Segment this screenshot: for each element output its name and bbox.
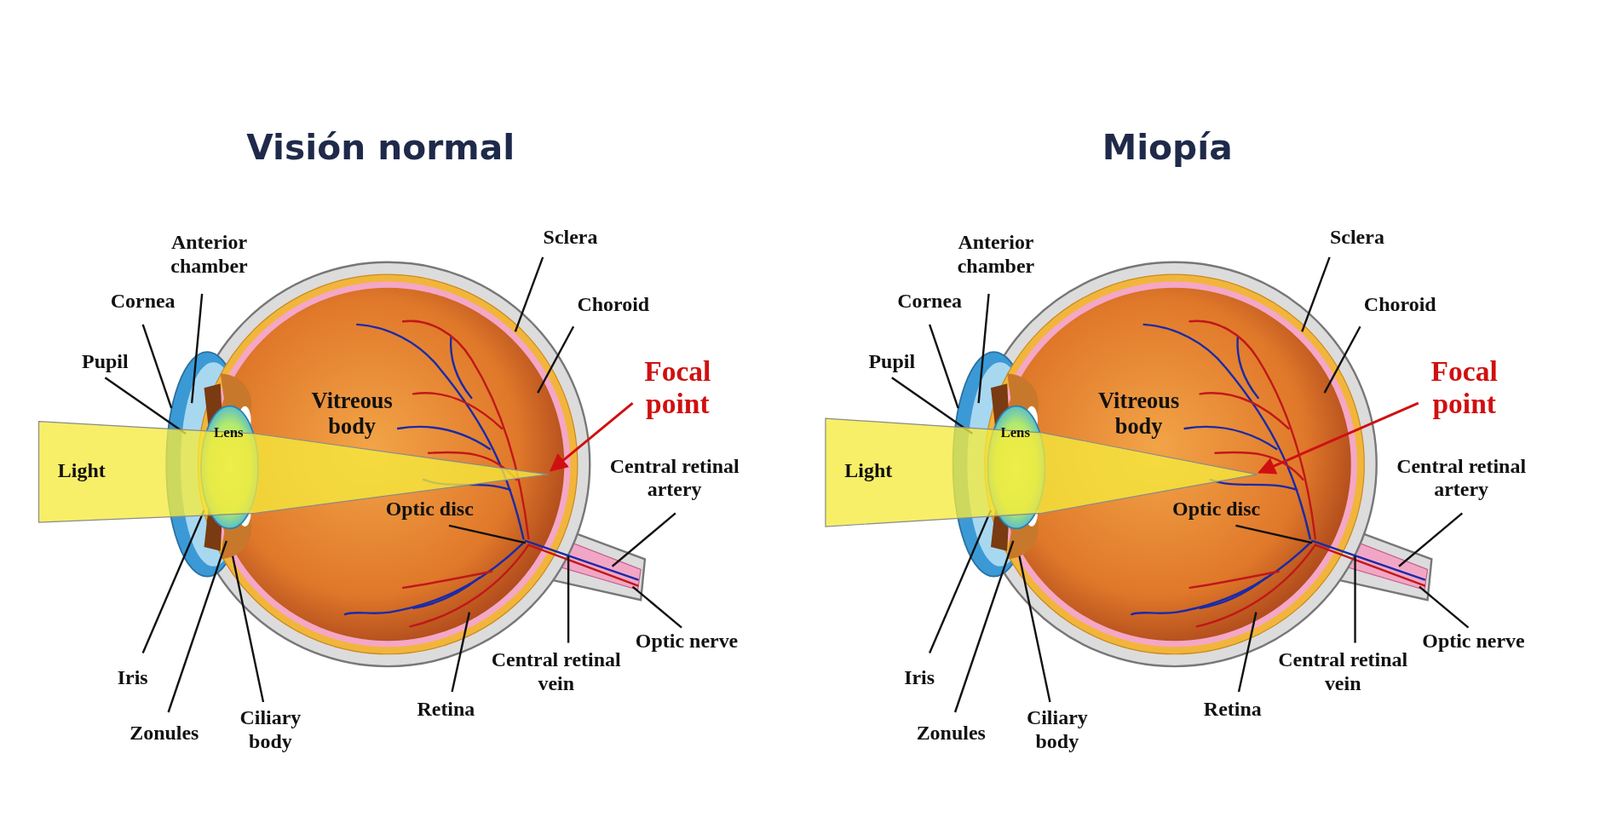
light-beam [39, 421, 549, 524]
part-label: Zonules [62, 720, 267, 745]
part-label: Choroid [511, 292, 716, 317]
part-label: Anterior chamber [939, 230, 1053, 278]
beam-label: Light [0, 458, 185, 483]
part-label: Lens [913, 424, 1118, 441]
part-label: Iris [817, 665, 1022, 690]
part-label: Choroid [1297, 292, 1503, 317]
part-label: Central retinal artery [598, 454, 752, 501]
part-label: Central retinal artery [1384, 454, 1538, 501]
part-label: Cornea [40, 289, 246, 314]
part-label: Anterior chamber [153, 230, 266, 278]
part-label: Zonules [848, 720, 1054, 745]
panel-title: Visión normal [166, 127, 595, 168]
part-label: Ciliary body [1016, 706, 1099, 754]
panel-title: Miopía [953, 127, 1382, 168]
part-label: Optic disc [1114, 497, 1319, 522]
part-label: Central retinal vein [1276, 648, 1410, 696]
part-label: Iris [30, 665, 236, 690]
part-label: Sclera [1254, 224, 1460, 249]
focal-arrow [1259, 402, 1419, 472]
part-label: Retina [344, 697, 549, 722]
part-label: Retina [1130, 697, 1336, 722]
part-label: Cornea [827, 289, 1032, 314]
part-label: Central retinal vein [489, 648, 623, 696]
part-label: Ciliary body [229, 706, 311, 754]
part-label: Vitreous body [1082, 387, 1196, 440]
part-label: Lens [126, 424, 332, 441]
part-label: Sclera [468, 224, 674, 249]
part-label: Pupil [3, 349, 208, 374]
part-label: Optic disc [327, 497, 532, 522]
part-label: Vitreous body [295, 387, 409, 440]
part-label: Pupil [789, 349, 995, 374]
focal-label: Focal point [1413, 355, 1516, 421]
beam-label: Light [765, 458, 971, 483]
focal-label: Focal point [626, 355, 729, 421]
